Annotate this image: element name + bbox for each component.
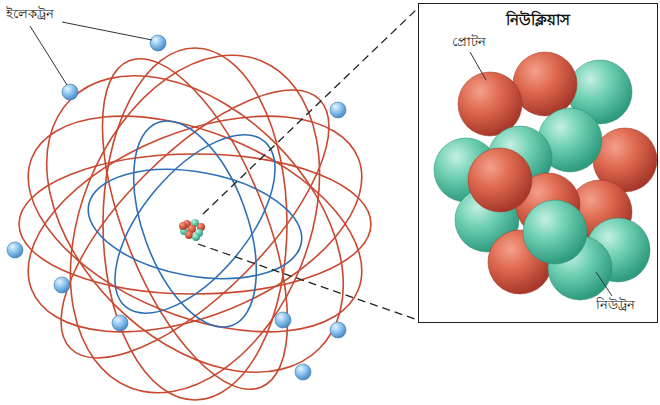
inset-ground <box>418 3 658 323</box>
outer-orbit <box>21 50 369 398</box>
proton-label: প্রোটন <box>452 34 486 50</box>
electron <box>54 277 70 293</box>
outer-orbit <box>0 19 400 405</box>
neutron-sphere <box>523 200 587 264</box>
nucleus-small <box>179 219 205 241</box>
small-nucleon <box>192 233 200 241</box>
proton-sphere <box>513 52 577 116</box>
electron <box>275 312 291 328</box>
inset-heading: নিউক্লিয়াস <box>419 4 657 33</box>
orbits <box>0 18 400 405</box>
leader-line <box>470 52 486 80</box>
zoom-line <box>203 8 418 214</box>
electron <box>150 35 166 51</box>
small-nucleon <box>179 222 187 230</box>
small-nucleon <box>185 231 193 239</box>
electron-label: ইলেকট্রন <box>6 6 54 22</box>
electron <box>295 364 311 380</box>
proton-sphere <box>468 148 532 212</box>
leader-line <box>30 26 67 85</box>
outer-orbit <box>23 18 366 405</box>
nucleus-spheres <box>434 52 657 300</box>
zoom-line <box>198 244 418 320</box>
nucleus-inset-box: নিউক্লিয়াস <box>418 3 658 323</box>
outer-orbit <box>103 48 287 400</box>
electron <box>330 102 346 118</box>
electron <box>330 322 346 338</box>
outer-orbit <box>19 154 371 294</box>
leader-line <box>62 22 152 40</box>
electron <box>62 84 78 100</box>
inner-orbit <box>80 154 311 294</box>
outer-orbit <box>0 73 393 375</box>
electron <box>7 242 23 258</box>
electrons <box>7 35 346 380</box>
proton-sphere <box>458 72 522 136</box>
electron <box>112 315 128 331</box>
leader-line <box>596 272 612 296</box>
neutron-label: নিউট্রন <box>596 297 635 313</box>
inner-orbit <box>86 108 305 340</box>
inner-orbit <box>109 105 281 344</box>
